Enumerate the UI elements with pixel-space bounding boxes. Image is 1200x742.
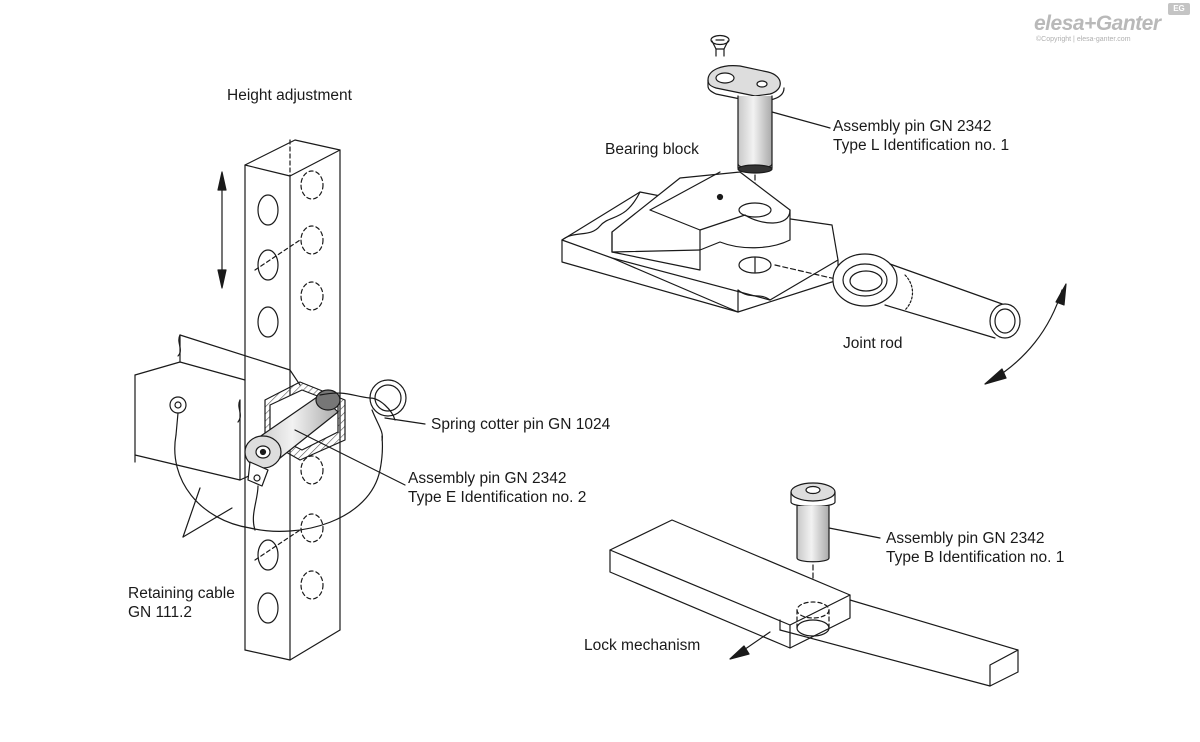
height-adjustment-drawing <box>134 139 426 661</box>
bearing-block-drawing <box>561 34 1067 385</box>
assembly-pin-type-e <box>244 389 341 487</box>
label-retaining-cable-line2: GN 111.2 <box>128 604 193 621</box>
height-arrow <box>217 171 227 289</box>
lock-hole <box>796 601 830 637</box>
copyright-text: ©Copyright | elesa-ganter.com <box>1036 36 1131 43</box>
label-assembly-pin-b-line1: Assembly pin GN 2342 <box>886 530 1045 547</box>
assembly-pin-type-b <box>790 482 836 563</box>
label-bearing-block: Bearing block <box>605 141 699 158</box>
spring-cotter-pin <box>319 379 407 441</box>
brand-logo: elesa+Ganter <box>1034 12 1161 35</box>
label-joint-rod: Joint rod <box>843 335 903 352</box>
bearing-block-body <box>611 171 791 274</box>
label-assembly-pin-b-line2: Type B Identification no. 1 <box>886 549 1065 566</box>
label-height-adjustment: Height adjustment <box>227 87 352 104</box>
label-retaining-cable-line1: Retaining cable <box>128 585 235 602</box>
lock-bar-bottom <box>779 599 1019 687</box>
label-lock-mechanism: Lock mechanism <box>584 637 701 654</box>
label-spring-cotter-pin: Spring cotter pin GN 1024 <box>431 416 611 433</box>
lock-mechanism-drawing <box>609 482 1019 687</box>
countersunk-screw <box>710 34 730 57</box>
joint-rod <box>832 253 1021 339</box>
label-assembly-pin-l-line1: Assembly pin GN 2342 <box>833 118 992 135</box>
label-assembly-pin-l-line2: Type L Identification no. 1 <box>833 137 1010 154</box>
assembly-pin-type-l <box>707 65 785 174</box>
retaining-cable <box>169 396 384 532</box>
brand-badge: EG <box>1168 3 1190 15</box>
label-assembly-pin-e-line2: Type E Identification no. 2 <box>408 489 587 506</box>
label-assembly-pin-e-line1: Assembly pin GN 2342 <box>408 470 567 487</box>
